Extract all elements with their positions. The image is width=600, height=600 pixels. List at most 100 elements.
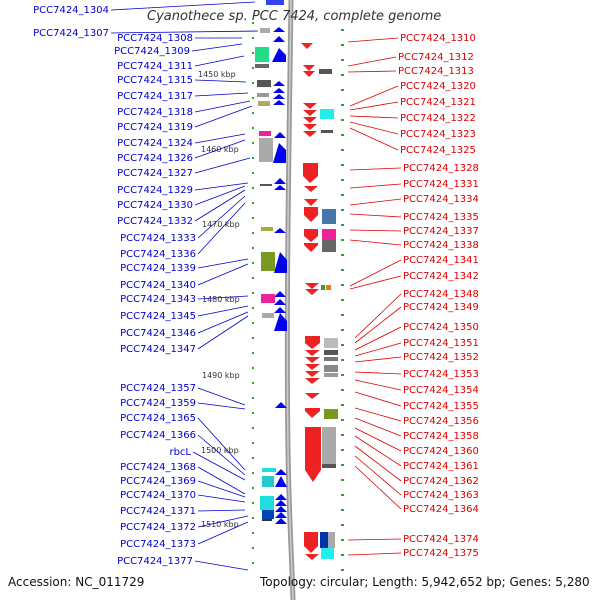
gene-label-left[interactable]: PCC7424_1359 (120, 398, 196, 409)
feature-block[interactable] (260, 496, 274, 510)
feature-block[interactable] (262, 519, 272, 521)
gene-label-right[interactable]: PCC7424_1341 (403, 255, 479, 266)
gene-arrow[interactable] (273, 27, 285, 32)
gene-label-left[interactable]: PCC7424_1318 (117, 107, 193, 118)
feature-block[interactable] (261, 252, 275, 271)
gene-label-right[interactable]: PCC7424_1331 (403, 179, 479, 190)
gene-arrow[interactable] (274, 132, 286, 138)
gene-arrow[interactable] (275, 506, 287, 512)
gene-arrow[interactable] (266, 0, 284, 5)
gene-label-left[interactable]: PCC7424_1346 (120, 328, 196, 339)
gene-label-left[interactable]: PCC7424_1311 (117, 61, 193, 72)
feature-block[interactable] (324, 350, 338, 355)
gene-arrow[interactable] (274, 307, 286, 313)
gene-arrow[interactable] (303, 124, 317, 130)
gene-arrow[interactable] (305, 554, 319, 560)
gene-arrow[interactable] (303, 163, 318, 183)
gene-label-left[interactable]: PCC7424_1336 (120, 249, 196, 260)
gene-label-right[interactable]: PCC7424_1321 (400, 97, 476, 108)
gene-arrow[interactable] (305, 336, 320, 349)
gene-label-left[interactable]: PCC7424_1368 (120, 462, 196, 473)
gene-arrow[interactable] (274, 178, 286, 184)
gene-label-left[interactable]: PCC7424_1315 (117, 75, 193, 86)
gene-arrow[interactable] (301, 43, 313, 49)
gene-label-left[interactable]: PCC7424_1309 (114, 46, 190, 57)
feature-block[interactable] (321, 285, 325, 290)
feature-block[interactable] (255, 64, 269, 68)
feature-block[interactable] (322, 209, 336, 224)
feature-block[interactable] (324, 365, 338, 372)
gene-arrow[interactable] (273, 36, 285, 42)
gene-label-right[interactable]: PCC7424_1364 (403, 504, 479, 515)
gene-label-right[interactable]: PCC7424_1356 (403, 416, 479, 427)
gene-arrow[interactable] (305, 408, 320, 418)
gene-arrow[interactable] (305, 427, 321, 482)
feature-block[interactable] (324, 373, 338, 377)
feature-block[interactable] (258, 101, 270, 106)
gene-arrow[interactable] (305, 364, 320, 370)
gene-label-left[interactable]: PCC7424_1319 (117, 122, 193, 133)
gene-arrow[interactable] (273, 143, 286, 163)
gene-label-right[interactable]: PCC7424_1348 (403, 289, 479, 300)
feature-block[interactable] (324, 357, 338, 361)
gene-label-left[interactable]: PCC7424_1332 (117, 216, 193, 227)
gene-label-left[interactable]: PCC7424_1333 (120, 233, 196, 244)
feature-block[interactable] (322, 229, 336, 240)
gene-arrow[interactable] (305, 289, 319, 295)
gene-label-left[interactable]: PCC7424_1377 (117, 556, 193, 567)
gene-label-right[interactable]: PCC7424_1335 (403, 212, 479, 223)
gene-arrow[interactable] (274, 185, 286, 190)
gene-label-right[interactable]: PCC7424_1355 (403, 401, 479, 412)
gene-label-left[interactable]: PCC7424_1329 (117, 185, 193, 196)
feature-block[interactable] (322, 464, 336, 468)
gene-label-left[interactable]: PCC7424_1366 (120, 430, 196, 441)
gene-arrow[interactable] (303, 110, 317, 116)
gene-arrow[interactable] (304, 186, 318, 192)
gene-arrow[interactable] (303, 103, 317, 109)
gene-arrow[interactable] (273, 100, 285, 105)
gene-label-left[interactable]: PCC7424_1373 (120, 539, 196, 550)
gene-arrow[interactable] (303, 71, 315, 77)
gene-label-right[interactable]: PCC7424_1312 (398, 52, 474, 63)
feature-block[interactable] (261, 294, 275, 303)
gene-arrow[interactable] (303, 117, 317, 123)
feature-block[interactable] (324, 409, 338, 419)
gene-label-right[interactable]: PCC7424_1363 (403, 490, 479, 501)
feature-block[interactable] (324, 338, 338, 348)
gene-arrow[interactable] (304, 229, 318, 242)
gene-label-right[interactable]: PCC7424_1328 (403, 163, 479, 174)
gene-label-right[interactable]: PCC7424_1351 (403, 338, 479, 349)
gene-label-right[interactable]: PCC7424_1323 (400, 129, 476, 140)
gene-label-left[interactable]: PCC7424_1372 (120, 522, 196, 533)
gene-arrow[interactable] (274, 291, 286, 297)
gene-arrow[interactable] (304, 207, 318, 222)
gene-label-right[interactable]: PCC7424_1337 (403, 226, 479, 237)
gene-label-left[interactable]: PCC7424_1317 (117, 91, 193, 102)
gene-label-left[interactable]: PCC7424_1339 (120, 263, 196, 274)
gene-arrow[interactable] (305, 350, 320, 356)
gene-arrow[interactable] (275, 500, 287, 506)
gene-label-left[interactable]: PCC7424_1345 (120, 311, 196, 322)
gene-arrow[interactable] (304, 532, 318, 553)
feature-block[interactable] (260, 28, 270, 33)
gene-label-left[interactable]: PCC7424_1371 (120, 506, 196, 517)
gene-arrow[interactable] (274, 252, 287, 273)
gene-label-left[interactable]: PCC7424_1357 (120, 383, 196, 394)
gene-label-right[interactable]: PCC7424_1320 (400, 81, 476, 92)
gene-label-right[interactable]: PCC7424_1360 (403, 446, 479, 457)
feature-block[interactable] (326, 285, 331, 290)
gene-label-right[interactable]: PCC7424_1350 (403, 322, 479, 333)
feature-block[interactable] (259, 131, 271, 136)
gene-arrow[interactable] (305, 393, 320, 399)
gene-label-right[interactable]: PCC7424_1325 (400, 145, 476, 156)
gene-arrow[interactable] (303, 65, 315, 71)
gene-label-right[interactable]: PCC7424_1362 (403, 476, 479, 487)
feature-block[interactable] (319, 69, 332, 74)
gene-label-right[interactable]: PCC7424_1361 (403, 461, 479, 472)
gene-arrow[interactable] (275, 494, 287, 500)
feature-block[interactable] (320, 109, 334, 119)
gene-label-left[interactable]: PCC7424_1370 (120, 490, 196, 501)
gene-arrow[interactable] (304, 199, 318, 206)
feature-block[interactable] (321, 548, 334, 559)
gene-label-right[interactable]: PCC7424_1374 (403, 534, 479, 545)
